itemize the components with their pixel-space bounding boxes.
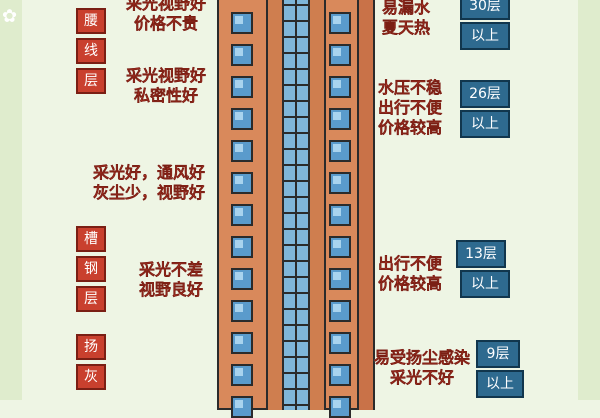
left-note-1: 采光视野好 价格不贵: [116, 0, 216, 34]
left-note-3-line-2: 灰尘少，视野好: [92, 183, 205, 202]
glass-mullion: [295, 0, 297, 410]
glass-divider: [283, 164, 309, 166]
building-window: [329, 364, 351, 386]
glass-divider: [283, 20, 309, 22]
building-window: [231, 300, 253, 322]
dust-floor-char-2: 灰: [76, 364, 106, 390]
glass-divider: [283, 388, 309, 390]
glass-divider: [283, 404, 309, 406]
building-window: [231, 332, 253, 354]
glass-divider: [283, 4, 309, 6]
right-note-3: 出行不便 价格较高: [376, 254, 444, 294]
right-note-4-line-1: 易受扬尘感染: [373, 348, 470, 367]
building-window: [231, 12, 253, 34]
glass-divider: [283, 100, 309, 102]
building-window: [329, 44, 351, 66]
floor-tag-13: 13层: [456, 240, 506, 268]
glass-divider: [283, 132, 309, 134]
glass-divider: [283, 308, 309, 310]
building-right-edge: [357, 0, 373, 410]
floor-tag-26-above: 以上: [460, 110, 510, 138]
building-window: [329, 12, 351, 34]
glass-divider: [283, 340, 309, 342]
waist-floor-char-3: 层: [76, 68, 106, 94]
building-window: [231, 140, 253, 162]
trough-floor-char-3: 层: [76, 286, 106, 312]
glass-divider: [283, 68, 309, 70]
floor-tag-13-above: 以上: [460, 270, 510, 298]
building-window: [231, 268, 253, 290]
right-border: [578, 0, 600, 400]
building-window: [329, 332, 351, 354]
glass-divider: [283, 116, 309, 118]
glass-divider: [283, 180, 309, 182]
left-note-4: 采光不差 视野良好: [128, 260, 214, 300]
building-window: [329, 76, 351, 98]
glass-divider: [283, 52, 309, 54]
right-note-2-line-3: 价格较高: [377, 118, 442, 137]
glass-divider: [283, 292, 309, 294]
left-note-4-line-2: 视野良好: [138, 280, 203, 299]
building-window: [329, 204, 351, 226]
left-note-2-line-1: 采光视野好: [125, 66, 206, 85]
left-note-3: 采光好，通风好 灰尘少，视野好: [84, 163, 214, 203]
building-window: [329, 268, 351, 290]
building-window: [231, 76, 253, 98]
building-window: [231, 204, 253, 226]
right-note-2: 水压不稳 出行不便 价格较高: [376, 78, 444, 138]
floor-tag-30-above: 以上: [460, 22, 510, 50]
trough-floor-char-1: 槽: [76, 226, 106, 252]
left-note-3-line-1: 采光好，通风好: [92, 163, 205, 182]
glass-divider: [283, 212, 309, 214]
building-window: [231, 364, 253, 386]
right-note-1-line-1: 易漏水: [381, 0, 430, 17]
right-note-3-line-1: 出行不便: [377, 254, 442, 273]
flower-icon: ✿: [2, 6, 18, 27]
left-note-1-line-2: 价格不贵: [133, 14, 198, 33]
trough-floor-char-2: 钢: [76, 256, 106, 282]
building-window: [231, 396, 253, 418]
right-note-2-line-2: 出行不便: [377, 98, 442, 117]
dust-floor-char-1: 扬: [76, 334, 106, 360]
building-window: [329, 236, 351, 258]
glass-divider: [283, 276, 309, 278]
glass-divider: [283, 260, 309, 262]
floor-tag-9: 9层: [476, 340, 520, 368]
waist-floor-char-1: 腰: [76, 8, 106, 34]
glass-divider: [283, 228, 309, 230]
building-window: [231, 44, 253, 66]
building-window: [231, 172, 253, 194]
right-note-2-line-1: 水压不稳: [377, 78, 442, 97]
glass-divider: [283, 372, 309, 374]
floor-tag-9-above: 以上: [476, 370, 524, 398]
right-note-3-line-2: 价格较高: [377, 274, 442, 293]
building-window: [329, 172, 351, 194]
building-window: [231, 108, 253, 130]
left-note-2-line-2: 私密性好: [133, 86, 198, 105]
glass-divider: [283, 244, 309, 246]
right-note-1: 易漏水 夏天热: [376, 0, 436, 38]
glass-divider: [283, 356, 309, 358]
floor-tag-26: 26层: [460, 80, 510, 108]
left-border: [0, 0, 22, 400]
building-window: [329, 396, 351, 418]
glass-divider: [283, 324, 309, 326]
right-note-4: 易受扬尘感染 采光不好: [372, 348, 472, 388]
building-window: [329, 108, 351, 130]
building-window: [329, 300, 351, 322]
left-note-1-line-1: 采光视野好: [125, 0, 206, 13]
glass-divider: [283, 196, 309, 198]
waist-floor-char-2: 线: [76, 38, 106, 64]
right-note-1-line-2: 夏天热: [381, 18, 430, 37]
left-note-2: 采光视野好 私密性好: [116, 66, 216, 106]
floor-tag-30: 30层: [460, 0, 510, 20]
building-window: [231, 236, 253, 258]
glass-divider: [283, 36, 309, 38]
glass-divider: [283, 148, 309, 150]
left-note-4-line-1: 采光不差: [138, 260, 203, 279]
right-note-4-line-2: 采光不好: [389, 368, 454, 387]
building-window: [329, 140, 351, 162]
glass-divider: [283, 84, 309, 86]
